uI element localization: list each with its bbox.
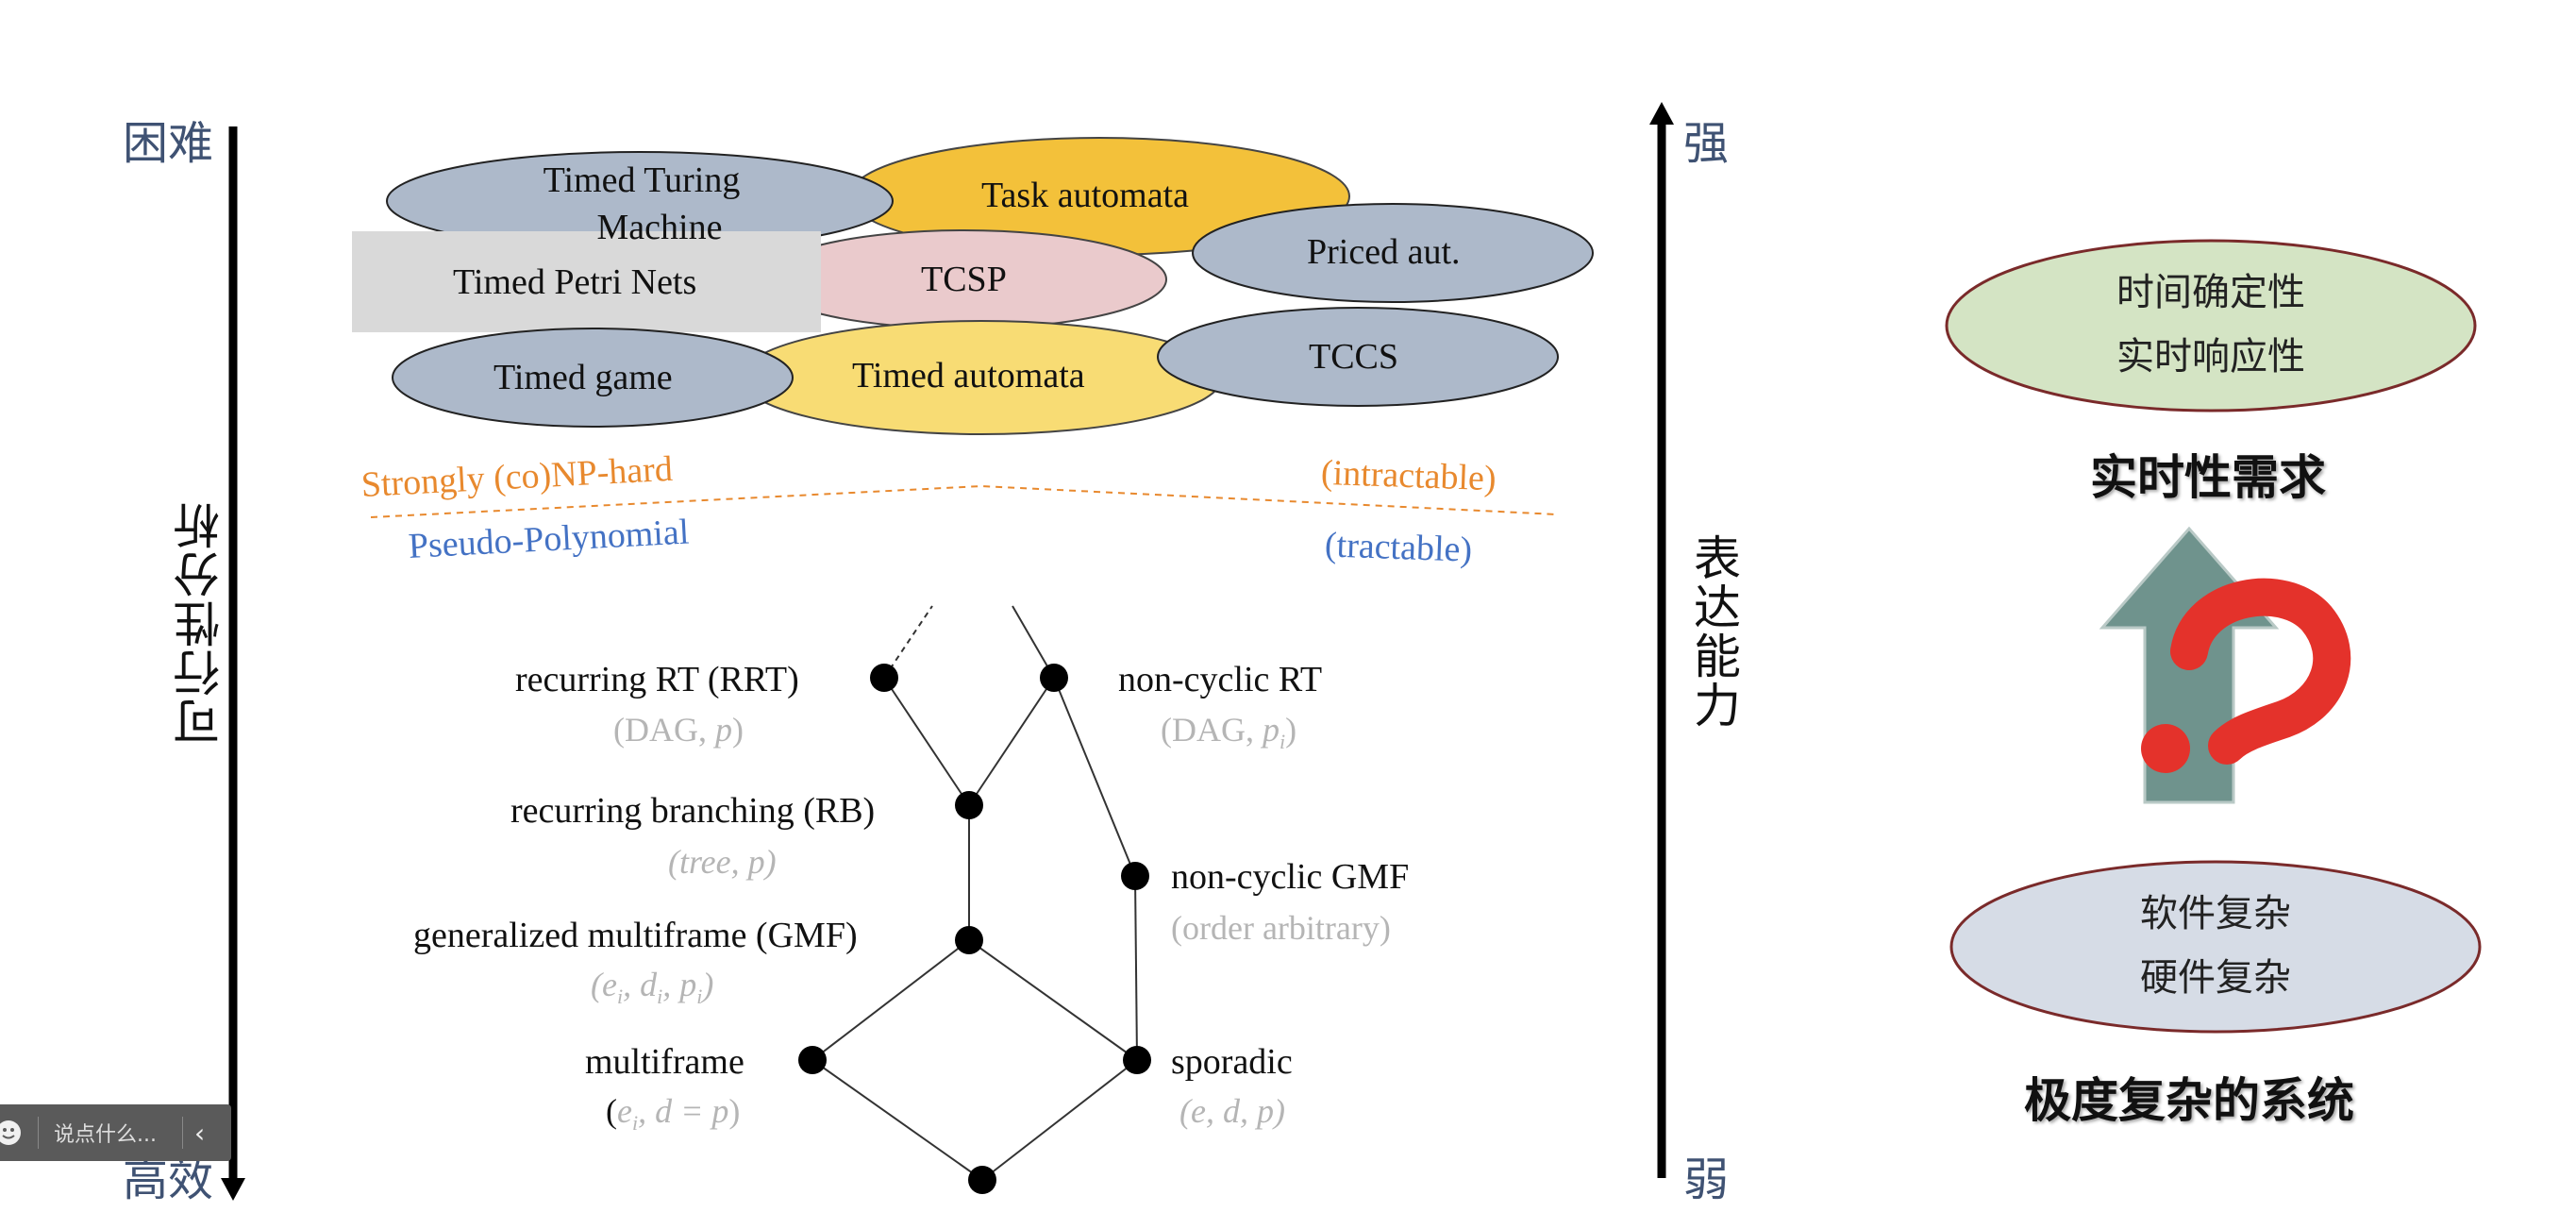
sub-non-cyclic-rt: (DAG, pi) bbox=[1161, 711, 1297, 754]
node-rb bbox=[955, 791, 983, 819]
sub-rrt: (DAG, p) bbox=[613, 711, 744, 749]
sub-sporadic: (e, d, p) bbox=[1179, 1092, 1285, 1130]
sub-gmf: (ei, di, pi) bbox=[591, 966, 714, 1009]
label-gmf: generalized multiframe (GMF) bbox=[413, 916, 858, 955]
collapse-chevron-icon[interactable]: ‹ bbox=[194, 1117, 206, 1149]
complex-system-text: 软件复杂 硬件复杂 bbox=[2027, 882, 2404, 1010]
right-axis-top-label: 强 bbox=[1683, 117, 1730, 170]
software-complex-text: 软件复杂 bbox=[2140, 892, 2291, 935]
label-non-cyclic-gmf: non-cyclic GMF bbox=[1171, 857, 1410, 897]
node-non-cyclic-rt bbox=[1040, 664, 1068, 692]
label-rb: recurring branching (RB) bbox=[510, 791, 876, 831]
sub-rb: (tree, p) bbox=[668, 843, 777, 881]
comment-input[interactable]: 说点什么... bbox=[54, 1123, 157, 1147]
divider bbox=[182, 1117, 183, 1149]
question-mark-icon bbox=[2141, 578, 2351, 773]
ellipse-complex-system bbox=[1949, 860, 2482, 1034]
realtime-response-text: 实时响应性 bbox=[2116, 335, 2305, 379]
ellipse-timed-game bbox=[392, 328, 794, 428]
label-non-cyclic-rt: non-cyclic RT bbox=[1118, 660, 1323, 699]
right-axis bbox=[1649, 102, 1674, 1178]
node-bottom bbox=[968, 1166, 996, 1194]
label-timed-turing-line2: Machine bbox=[596, 208, 723, 247]
realtime-requirements-text: 时间确定性 实时响应性 bbox=[2022, 261, 2400, 389]
label-priced-aut: Priced aut. bbox=[1307, 232, 1461, 272]
node-gmf bbox=[955, 926, 983, 954]
hierarchy-edges bbox=[811, 605, 1138, 1181]
label-sporadic: sporadic bbox=[1171, 1042, 1293, 1082]
label-timed-automata: Timed automata bbox=[852, 356, 1085, 396]
label-task-automata: Task automata bbox=[981, 176, 1189, 215]
smile-icon[interactable] bbox=[0, 1119, 23, 1147]
label-timed-turing-line1: Timed Turing bbox=[543, 160, 741, 200]
right-axis-bottom-label: 弱 bbox=[1683, 1153, 1730, 1206]
label-timed-petri-nets: Timed Petri Nets bbox=[453, 262, 697, 302]
ellipse-priced-aut bbox=[1192, 203, 1594, 303]
rect-timed-petri-nets bbox=[352, 231, 821, 332]
label-timed-turing-machine: Timed Turing Machine bbox=[528, 157, 755, 251]
hierarchy-nodes bbox=[798, 664, 1151, 1194]
comment-bar[interactable]: 说点什么... ‹ bbox=[0, 1104, 231, 1161]
complex-system-caption: 极度复杂的系统 bbox=[2024, 1073, 2354, 1128]
left-axis-top-label: 困难 bbox=[123, 117, 214, 170]
sub-multiframe: (ei, d = p) bbox=[606, 1092, 741, 1136]
left-axis-title: 可行性分析 bbox=[173, 500, 227, 746]
ellipse-tccs bbox=[1157, 307, 1559, 407]
node-rrt bbox=[870, 664, 898, 692]
right-axis-title: 表达能力 bbox=[1686, 533, 1741, 730]
node-sporadic bbox=[1123, 1046, 1151, 1074]
label-multiframe: multiframe bbox=[585, 1042, 744, 1082]
divider bbox=[38, 1117, 39, 1149]
sub-non-cyclic-gmf: (order arbitrary) bbox=[1171, 909, 1391, 947]
label-tcsp: TCSP bbox=[921, 260, 1007, 299]
ellipse-realtime-requirements bbox=[1945, 239, 2477, 412]
node-multiframe bbox=[798, 1046, 827, 1074]
realtime-requirements-caption: 实时性需求 bbox=[2090, 450, 2326, 505]
left-axis-bottom-label: 高效 bbox=[123, 1153, 214, 1206]
time-determinism-text: 时间确定性 bbox=[2116, 271, 2305, 314]
left-axis bbox=[221, 126, 245, 1201]
label-intractable: (intractable) bbox=[1320, 452, 1497, 499]
hardware-complex-text: 硬件复杂 bbox=[2140, 956, 2291, 1000]
label-tccs: TCCS bbox=[1309, 337, 1399, 377]
label-timed-game: Timed game bbox=[493, 358, 673, 397]
models-cluster bbox=[352, 137, 1594, 435]
label-rrt: recurring RT (RRT) bbox=[515, 660, 799, 699]
node-non-cyclic-gmf bbox=[1121, 862, 1149, 890]
complexity-boundary bbox=[370, 484, 1558, 518]
label-tractable: (tractable) bbox=[1324, 525, 1473, 570]
